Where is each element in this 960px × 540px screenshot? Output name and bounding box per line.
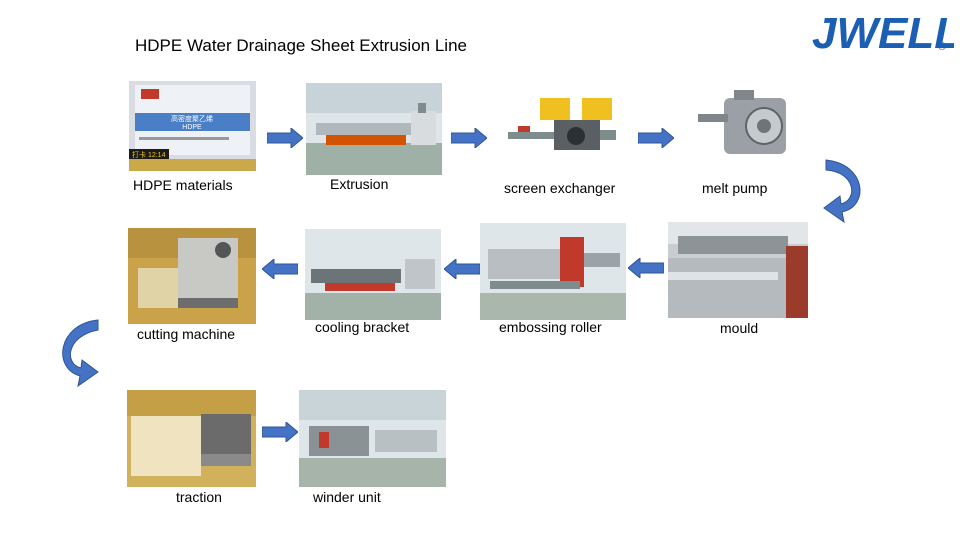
- arrow-icon: [261, 420, 299, 444]
- cooling-bracket-label: cooling bracket: [315, 319, 410, 335]
- cooling-bracket-photo: [305, 229, 441, 320]
- arrow-icon: [443, 257, 481, 281]
- logo-registered-mark: ®: [938, 41, 946, 53]
- hdpe-materials-photo: 高密度聚乙烯 HDPE 打卡 12:14: [129, 81, 256, 171]
- cutting-machine-label: cutting machine: [137, 326, 236, 342]
- curved-arrow-icon: [54, 318, 100, 388]
- arrow-icon: [450, 126, 488, 150]
- screen-exchanger-photo: [504, 96, 618, 160]
- mould-photo: [668, 222, 808, 318]
- svg-text:打卡 12:14: 打卡 12:14: [132, 150, 166, 159]
- winder-unit-photo: [299, 390, 446, 487]
- svg-text:高密度聚乙烯: 高密度聚乙烯: [171, 114, 213, 123]
- embossing-roller-label: embossing roller: [499, 319, 602, 335]
- mould-label: mould: [720, 320, 759, 336]
- traction-label: traction: [176, 489, 222, 505]
- traction-photo: [127, 390, 256, 487]
- arrow-icon: [261, 257, 299, 281]
- arrow-icon: [637, 126, 675, 150]
- embossing-roller-photo: [480, 223, 626, 320]
- winder-unit-label: winder unit: [313, 489, 381, 505]
- arrow-icon: [266, 126, 304, 150]
- extrusion-photo: [306, 83, 442, 175]
- screen-exchanger-label: screen exchanger: [504, 180, 616, 196]
- curved-arrow-icon: [822, 156, 868, 224]
- cutting-machine-photo: [128, 228, 256, 324]
- page-title: HDPE Water Drainage Sheet Extrusion Line: [135, 36, 467, 55]
- melt-pump-label: melt pump: [702, 180, 768, 196]
- jwell-logo: JWELL ®: [808, 4, 960, 58]
- extrusion-label: Extrusion: [330, 176, 389, 192]
- arrow-icon: [627, 256, 665, 280]
- melt-pump-photo: [694, 88, 802, 166]
- logo-text: JWELL: [812, 9, 954, 56]
- hdpe-materials-label: HDPE materials: [133, 177, 233, 193]
- svg-text:HDPE: HDPE: [182, 124, 202, 131]
